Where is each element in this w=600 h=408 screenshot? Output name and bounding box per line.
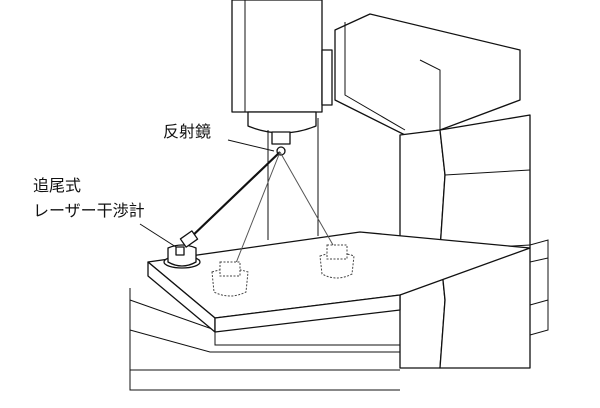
tracking-interferometer — [163, 230, 201, 269]
interferometer-alt-positions — [211, 244, 355, 297]
laser-beams — [187, 151, 334, 264]
interferometer-label-line2: レーザー干渉計 — [33, 201, 145, 220]
gantry — [334, 13, 531, 369]
mirror-label: 反射鏡 — [163, 122, 212, 141]
interferometer-label-line1: 追尾式 — [33, 176, 82, 195]
machine-base — [129, 239, 549, 391]
interferometer-leader-line — [139, 223, 177, 248]
spindle-head — [231, 0, 333, 240]
mirror-leader-line — [227, 139, 275, 152]
